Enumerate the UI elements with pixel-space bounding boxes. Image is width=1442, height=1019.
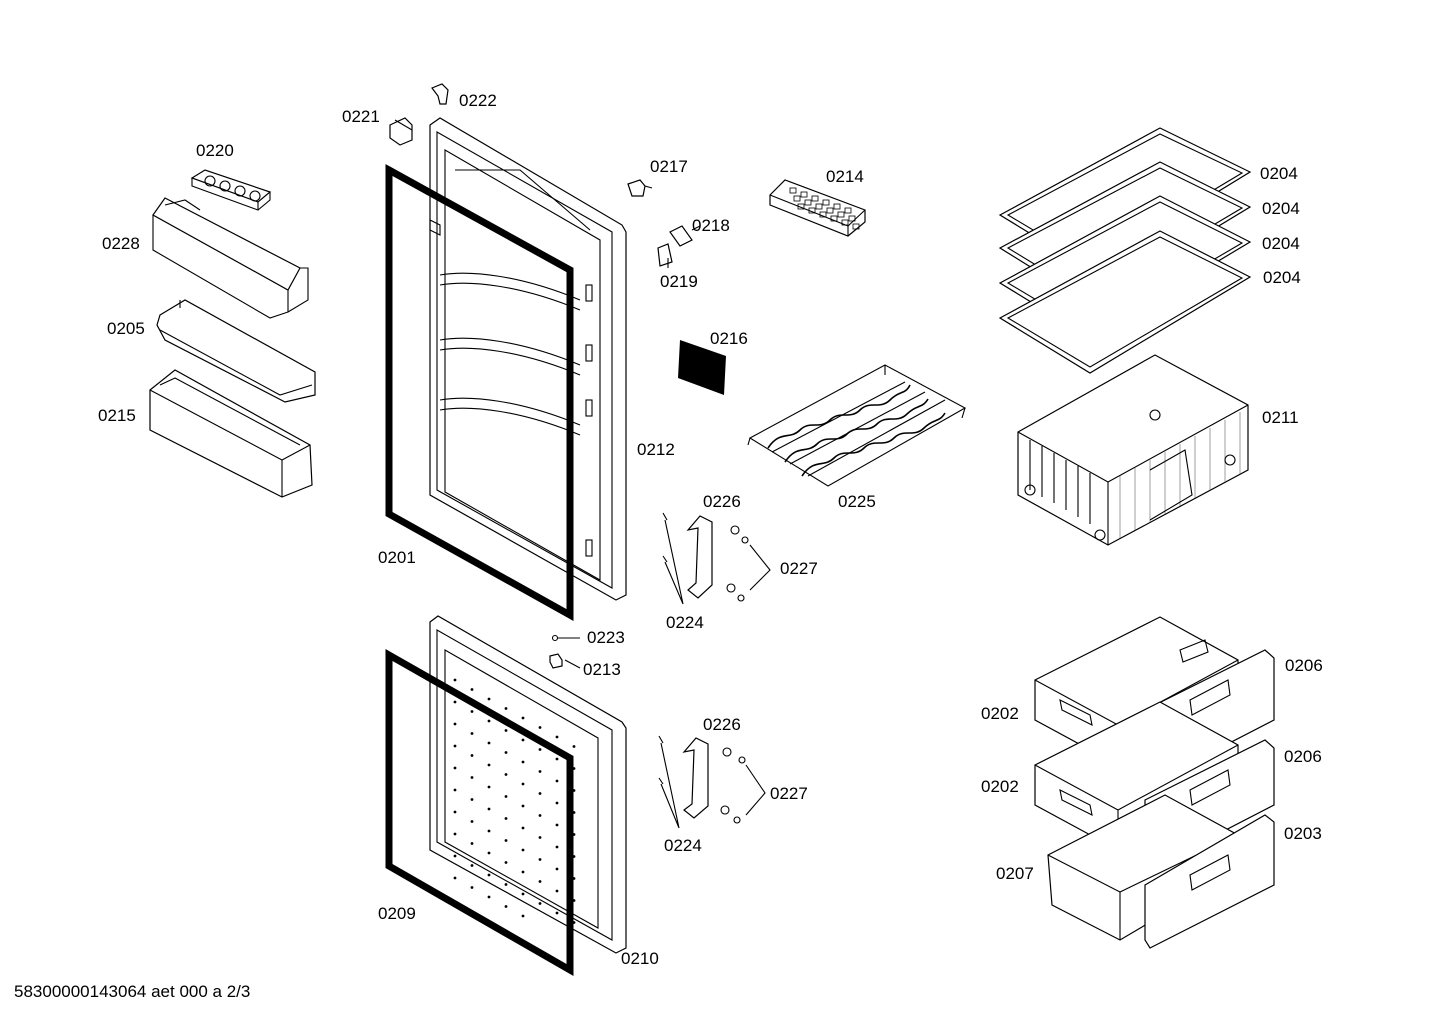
egg-tray: [190, 169, 272, 211]
part-label-0207: 0207: [996, 864, 1034, 883]
ice-tray: [769, 179, 866, 237]
lower-handle-assembly: [658, 735, 766, 829]
part-label-0205: 0205: [107, 319, 145, 338]
part-label-0228: 0228: [102, 234, 140, 253]
part-label-0224-upper: 0224: [666, 613, 704, 632]
part-label-0206-a: 0206: [1285, 656, 1323, 675]
part-label-0206-b: 0206: [1284, 747, 1322, 766]
part-label-0213: 0213: [583, 660, 621, 679]
label-plate: [678, 340, 726, 395]
salad-crisper: [1017, 354, 1249, 546]
part-label-0227-upper: 0227: [780, 559, 818, 578]
freezer-drawer-bottom: [1047, 794, 1275, 949]
part-label-0223: 0223: [587, 628, 625, 647]
dairy-box: [152, 197, 309, 319]
part-label-0201: 0201: [378, 548, 416, 567]
part-label-0202-a: 0202: [981, 704, 1019, 723]
part-label-0204-c: 0204: [1262, 234, 1300, 253]
upper-door-gasket: [385, 164, 574, 621]
part-label-0227-lower: 0227: [770, 784, 808, 803]
part-label-0226-upper: 0226: [703, 492, 741, 511]
drawing-reference-number: 58300000143064 aet 000 a 2/3: [14, 982, 251, 1001]
part-label-0216: 0216: [710, 329, 748, 348]
part-label-0203: 0203: [1284, 824, 1322, 843]
part-label-0220: 0220: [196, 141, 234, 160]
part-label-0211: 0211: [1262, 408, 1299, 427]
part-label-0204-b: 0204: [1262, 199, 1300, 218]
part-label-0215: 0215: [98, 406, 136, 425]
door-shelf-bottom: [149, 369, 313, 498]
part-label-0224-lower: 0224: [664, 836, 702, 855]
door-shelf-middle: [156, 299, 316, 403]
part-label-0210: 0210: [621, 949, 659, 968]
part-label-0222: 0222: [459, 91, 497, 110]
part-label-0225: 0225: [838, 492, 876, 511]
lower-door-gasket: [385, 648, 574, 977]
part-label-0204-a: 0204: [1260, 164, 1298, 183]
part-label-0219: 0219: [660, 272, 698, 291]
part-label-0209: 0209: [378, 904, 416, 923]
lower-door: [429, 615, 627, 954]
part-label-0218: 0218: [692, 216, 730, 235]
ice-tray-cells: [789, 187, 860, 230]
upper-handle-assembly: [662, 512, 771, 605]
part-label-0202-b: 0202: [981, 777, 1019, 796]
glass-shelves: [998, 127, 1252, 374]
part-label-0204-d: 0204: [1263, 268, 1301, 287]
part-label-0212: 0212: [637, 440, 675, 459]
wire-bottle-rack: [747, 364, 967, 487]
part-label-0226-lower: 0226: [703, 715, 741, 734]
part-label-0217: 0217: [650, 157, 688, 176]
upper-door: [429, 117, 627, 601]
part-label-0214: 0214: [826, 167, 864, 186]
part-label-0221: 0221: [342, 107, 380, 126]
leader-lines: [394, 119, 701, 669]
